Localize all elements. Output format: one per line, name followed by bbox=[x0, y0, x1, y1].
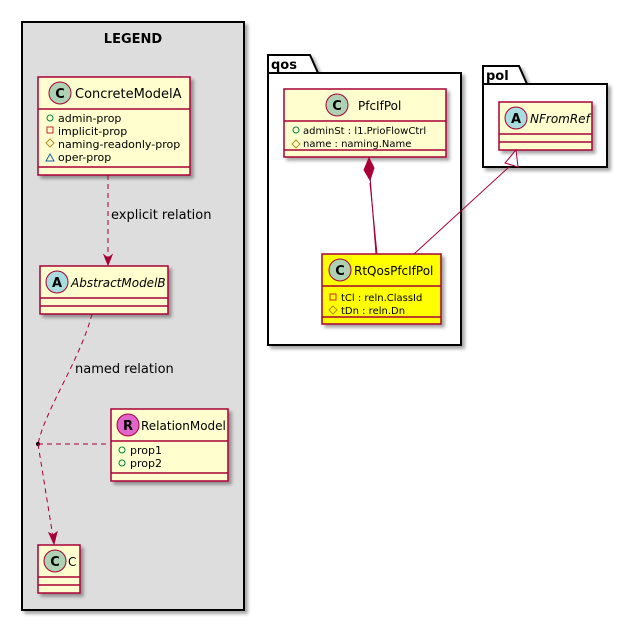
class-name: RelationModel bbox=[141, 419, 226, 433]
class-name: RtQosPfcIfPol bbox=[354, 264, 433, 278]
svg-text:C: C bbox=[55, 87, 65, 102]
edge-explicit-relation: explicit relation bbox=[102, 175, 211, 267]
inheritance-arrow bbox=[504, 148, 519, 168]
abstract-stereotype-icon: A bbox=[504, 106, 528, 130]
public-icon bbox=[46, 114, 54, 122]
prop-item: tCl : reln.ClassId bbox=[341, 293, 422, 304]
abstract-stereotype-icon: A bbox=[45, 270, 69, 294]
class-name: ConcreteModelA bbox=[75, 87, 182, 102]
prop-item: adminSt : l1.PrioFlowCtrl bbox=[303, 126, 426, 137]
prop-item: admin-prop bbox=[58, 112, 121, 125]
class-name: AbstractModelB bbox=[70, 276, 166, 290]
prop-item: oper-prop bbox=[58, 151, 111, 164]
class-rtqospfcifpol[interactable]: C RtQosPfcIfPol tCl : reln.ClassId tDn :… bbox=[321, 253, 442, 325]
prop-item: prop2 bbox=[130, 457, 162, 470]
public-icon bbox=[118, 459, 126, 467]
public-icon bbox=[292, 126, 300, 134]
svg-text:C: C bbox=[335, 264, 345, 279]
prop-list: admin-prop implicit-prop naming-readonly… bbox=[45, 112, 180, 164]
class-relation-model[interactable]: R RelationModel prop1 prop2 bbox=[110, 408, 229, 482]
class-stereotype-icon: C bbox=[43, 549, 67, 573]
edge-label: named relation bbox=[75, 362, 174, 377]
private-icon bbox=[46, 126, 54, 134]
class-name: C bbox=[68, 555, 76, 569]
edge-named-relation: named relation bbox=[36, 313, 174, 546]
protected-icon bbox=[328, 305, 338, 315]
class-name: NFromRef bbox=[530, 112, 592, 126]
class-stereotype-icon: C bbox=[48, 81, 72, 105]
prop-item: name : naming.Name bbox=[303, 139, 411, 150]
class-stereotype-icon: C bbox=[328, 258, 352, 282]
svg-text:C: C bbox=[332, 99, 342, 114]
prop-item: prop1 bbox=[130, 444, 162, 457]
class-name: PfcIfPol bbox=[358, 99, 401, 113]
protected-icon bbox=[45, 138, 55, 148]
class-nfromref[interactable]: A NFromRef bbox=[498, 101, 593, 151]
svg-text:A: A bbox=[511, 112, 521, 127]
class-stereotype-icon: C bbox=[325, 93, 349, 117]
svg-text:R: R bbox=[123, 419, 133, 434]
package-label: qos bbox=[271, 58, 297, 73]
class-abstract-model-b[interactable]: A AbstractModelB bbox=[39, 265, 169, 315]
private-icon bbox=[329, 293, 337, 301]
class-concrete-model-a[interactable]: C ConcreteModelA admin-prop implicit-pro… bbox=[37, 76, 191, 176]
prop-item: naming-readonly-prop bbox=[58, 138, 180, 151]
class-c[interactable]: C C bbox=[37, 544, 81, 594]
edge-label: explicit relation bbox=[111, 208, 211, 223]
edge-inheritance bbox=[413, 148, 519, 255]
class-pfcifpol[interactable]: C PfcIfPol adminSt : l1.PrioFlowCtrl nam… bbox=[283, 88, 447, 158]
public-icon bbox=[118, 446, 126, 454]
package-label: pol bbox=[486, 69, 509, 84]
prop-item: implicit-prop bbox=[58, 125, 127, 138]
package-icon bbox=[45, 152, 55, 162]
protected-icon bbox=[291, 139, 301, 149]
svg-text:A: A bbox=[52, 276, 62, 291]
relation-stereotype-icon: R bbox=[116, 413, 140, 437]
prop-item: tDn : reln.Dn bbox=[341, 306, 405, 317]
edge-composition bbox=[363, 156, 378, 255]
svg-text:C: C bbox=[50, 555, 60, 570]
legend-title: LEGEND bbox=[104, 32, 163, 47]
